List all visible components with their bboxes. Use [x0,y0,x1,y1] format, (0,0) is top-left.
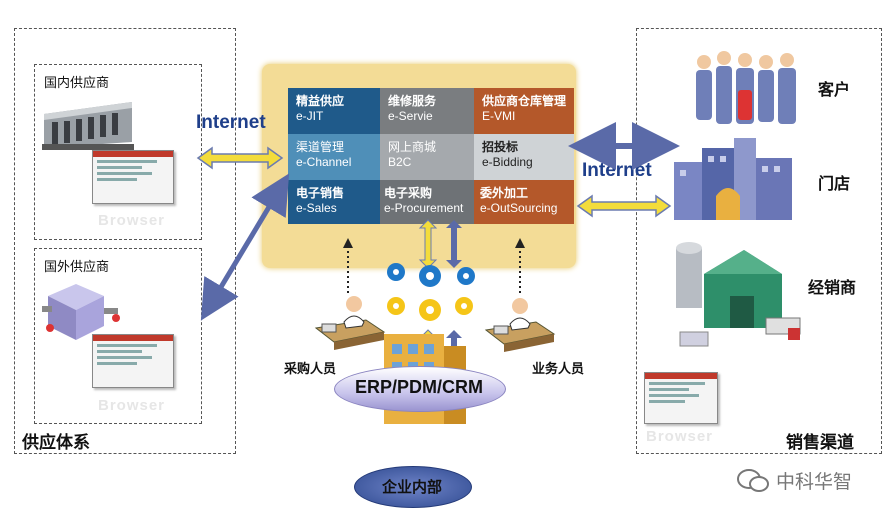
tile-e-sales-en: e-Sales [296,201,337,215]
supply-system-title: 供应体系 [22,433,90,453]
foreign-browser-window [92,334,174,388]
internal-pill [354,466,472,508]
tile-e-jit-en: e-JIT [296,109,324,123]
tile-e-service-en: e-Servie [388,109,433,123]
erp-label: ERP/PDM/CRM [354,377,483,397]
distributor-label: 经销商 [808,278,857,297]
sales-channel-title: 销售渠道 [786,433,854,453]
domestic-browser-label: Browser [98,212,166,229]
tile-e-channel-cn: 渠道管理 [296,140,345,154]
business-staff-label: 业务人员 [532,362,585,377]
distributor-warehouse-icon [676,242,801,347]
tile-e-procurement-en: e-Procurement [384,201,464,215]
sales-channel-box [636,28,882,454]
tile-e-procurement-cn: 电子采购 [384,186,433,200]
domestic-supplier-box [34,64,202,240]
internal-label: 企业内部 [381,478,442,496]
foreign-supplier-label: 国外供应商 [44,260,110,275]
domestic-supplier-label: 国内供应商 [44,76,110,91]
internet-label-left: Internet [196,112,266,133]
machine-icon [42,284,120,340]
sales-browser-window [644,372,718,424]
domestic-browser-window [92,150,174,204]
down-blue-arrow [446,220,462,268]
sales-browser-label: Browser [646,428,714,445]
tile-e-service-cn: 维修服务 [388,94,437,108]
purchasing-staff-icon [314,296,386,350]
gear-icon-cluster [387,263,475,321]
tile-e-jit-cn: 精益供应 [296,94,345,108]
business-staff-icon [484,298,556,352]
foreign-browser-label: Browser [98,397,166,414]
right-yellow-arrow [576,194,672,218]
store-label: 门店 [818,174,851,193]
customer-label: 客户 [818,80,851,99]
tile-e-bidding-cn: 招投标 [482,140,519,154]
tile-e-channel-en: e-Channel [296,155,352,169]
foreign-supplier-box [34,248,202,424]
tile-b2c-cn: 网上商城 [388,140,437,154]
left-blue-arrow [200,173,290,321]
tile-e-outsourcing-cn: 委外加工 [480,186,529,200]
customers-icon [696,51,796,124]
purchasing-staff-label: 采购人员 [284,362,337,377]
tile-e-outsourcing-en: e-OutSourcing [480,201,558,215]
tile-e-bidding-en: e-Bidding [482,155,533,169]
left-yellow-arrow [196,146,284,170]
watermark-text: 中科华智 [776,471,853,493]
down-yellow-arrow [418,219,438,269]
factory-icon [42,102,134,150]
store-buildings-icon [674,138,792,220]
tile-b2c-en: B2C [388,155,412,169]
tile-e-sales-cn: 电子销售 [296,186,345,200]
wechat-icon [737,469,769,492]
erp-system-disk [334,366,506,412]
tile-e-vmi-en: E-VMI [482,109,516,123]
tile-e-vmi-cn: 供应商仓库管理 [482,94,567,108]
